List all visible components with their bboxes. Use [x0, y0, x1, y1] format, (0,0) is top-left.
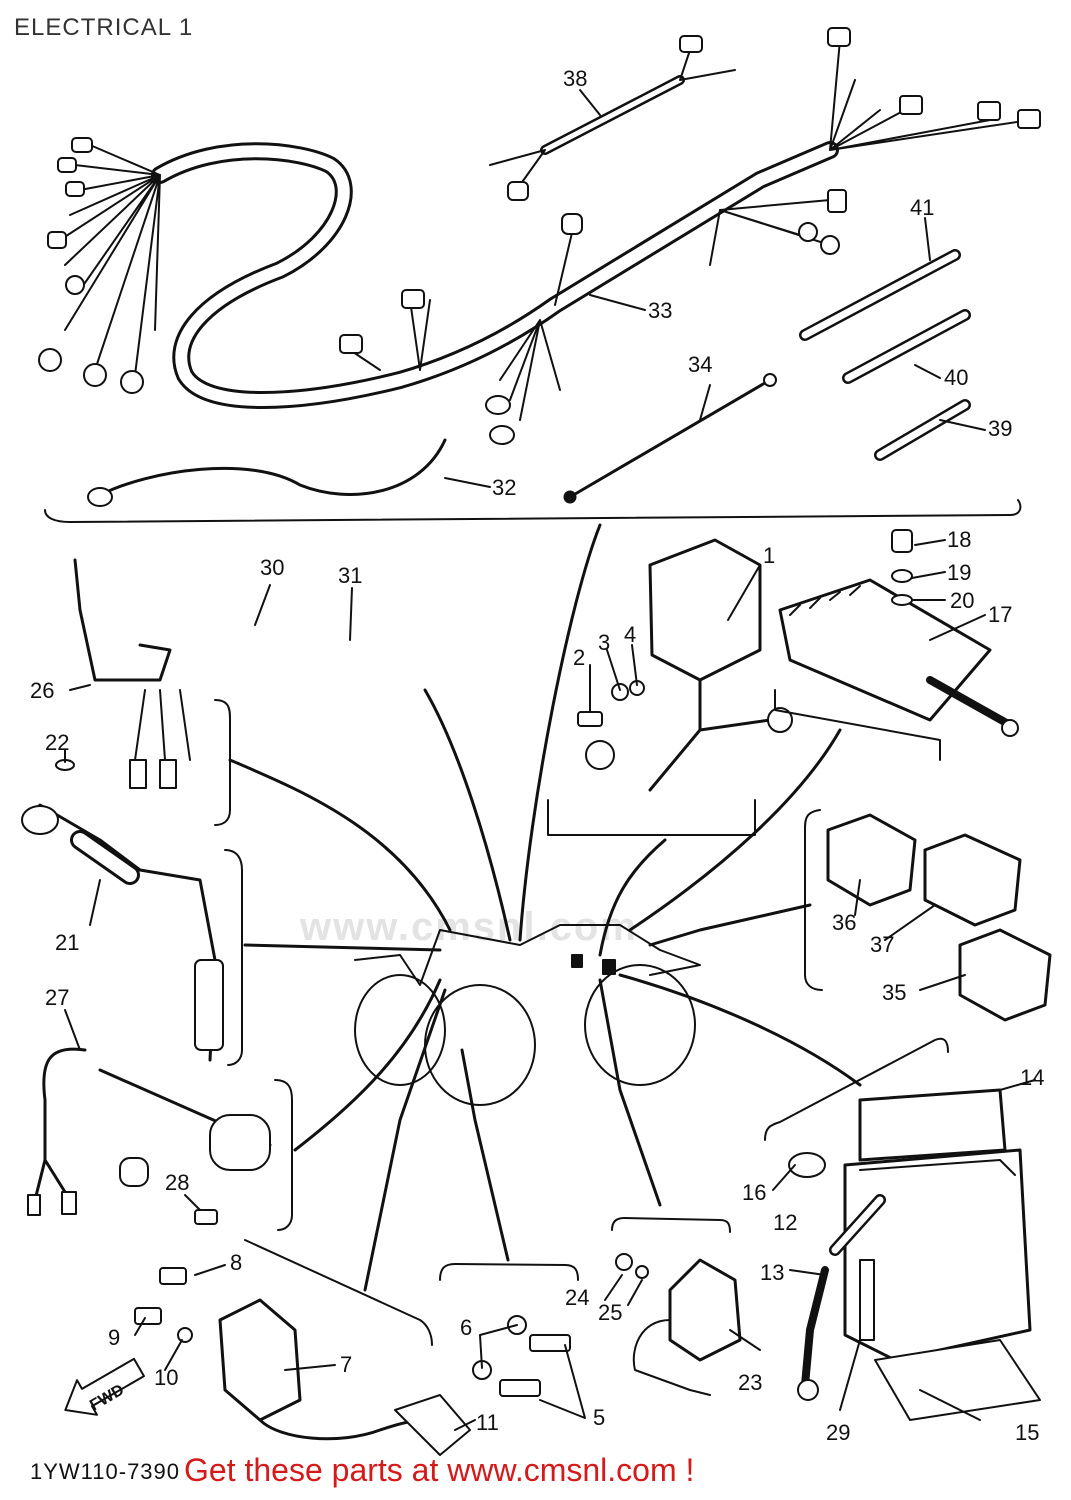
fwd-arrow-icon: [64, 1357, 145, 1416]
callout-8: 8: [230, 1250, 242, 1275]
bracket-23: [611, 1217, 731, 1233]
callout-3: 3: [598, 630, 610, 655]
callout-37: 37: [870, 932, 894, 957]
leader-curves: [228, 523, 862, 1292]
callout-23: 23: [738, 1370, 762, 1395]
bracket-21: [224, 849, 243, 1066]
callout-13: 13: [760, 1260, 784, 1285]
promo-link[interactable]: Get these parts at www.cmsnl.com !: [184, 1452, 695, 1488]
callout-9: 9: [108, 1325, 120, 1350]
ground-wire-32: [87, 438, 447, 507]
screws-8-9-10: [134, 1267, 193, 1343]
callout-17: 17: [988, 602, 1012, 627]
callout-36: 36: [832, 910, 856, 935]
bracket-26: [214, 699, 231, 826]
callout-10: 10: [154, 1365, 178, 1390]
callout-28: 28: [165, 1170, 189, 1195]
rectifier-regulator: [774, 529, 1019, 761]
callout-40: 40: [944, 365, 968, 390]
callout-31: 31: [338, 563, 362, 588]
wire-34: [563, 373, 777, 504]
starter-relay: [615, 1253, 742, 1396]
bracket-27: [274, 1079, 293, 1231]
callout-32: 32: [492, 475, 516, 500]
callout-2: 2: [573, 645, 585, 670]
callout-20: 20: [950, 588, 974, 613]
callout-11: 11: [476, 1410, 499, 1435]
sub-harness-38: [489, 35, 736, 201]
vehicle-outline: [354, 924, 701, 1106]
leads-26: [73, 558, 191, 789]
callout-7: 7: [340, 1352, 352, 1377]
screw-28: [194, 1209, 218, 1225]
battery: [788, 1088, 1041, 1421]
callout-6: 6: [460, 1315, 472, 1340]
ignition-coil: [218, 1298, 471, 1456]
callout-16: 16: [742, 1180, 766, 1205]
terminal-covers: [804, 809, 1052, 1022]
callout-33: 33: [648, 298, 672, 323]
callout-30: 30: [260, 555, 284, 580]
callout-27: 27: [45, 985, 69, 1010]
callout-leaders: [64, 89, 1036, 1431]
bracket-bottom-left: [244, 1239, 433, 1346]
cable-bands: [799, 249, 971, 461]
callout-29: 29: [826, 1420, 850, 1445]
callout-35: 35: [882, 980, 906, 1005]
cdi-unit: [547, 538, 793, 836]
callout-24: 24: [565, 1285, 589, 1310]
bracket-5-6: [439, 1263, 579, 1281]
screws-2-3-4: [577, 680, 645, 727]
callout-5: 5: [593, 1405, 605, 1430]
callout-34: 34: [688, 352, 712, 377]
diagram-code: 1YW110-7390: [30, 1459, 181, 1484]
callout-22: 22: [45, 730, 69, 755]
bolts-5-6: [472, 1315, 571, 1397]
callout-38: 38: [563, 66, 587, 91]
group-bracket-top: [44, 499, 1022, 523]
callout-12: 12: [773, 1210, 797, 1235]
callout-25: 25: [598, 1300, 622, 1325]
callout-4: 4: [624, 622, 636, 647]
diagram-title: ELECTRICAL 1: [14, 14, 194, 41]
main-switch-21: [21, 803, 224, 1062]
callout-39: 39: [988, 416, 1012, 441]
watermark: www.cmsnl.com: [300, 905, 638, 949]
sensor-27: [27, 1047, 272, 1216]
callout-18: 18: [947, 527, 971, 552]
bracket-battery: [764, 1037, 949, 1141]
wire-harness: [38, 27, 1041, 445]
callout-41: 41: [910, 195, 934, 220]
callout-numbers: 1 2 3 4 5 6 7 8 9 10 11 12 13 14 15 16 1…: [30, 66, 1044, 1445]
callout-26: 26: [30, 678, 54, 703]
callout-15: 15: [1015, 1420, 1039, 1445]
callout-19: 19: [947, 560, 971, 585]
callout-14: 14: [1020, 1065, 1044, 1090]
callout-21: 21: [55, 930, 79, 955]
callout-1: 1: [763, 543, 775, 568]
